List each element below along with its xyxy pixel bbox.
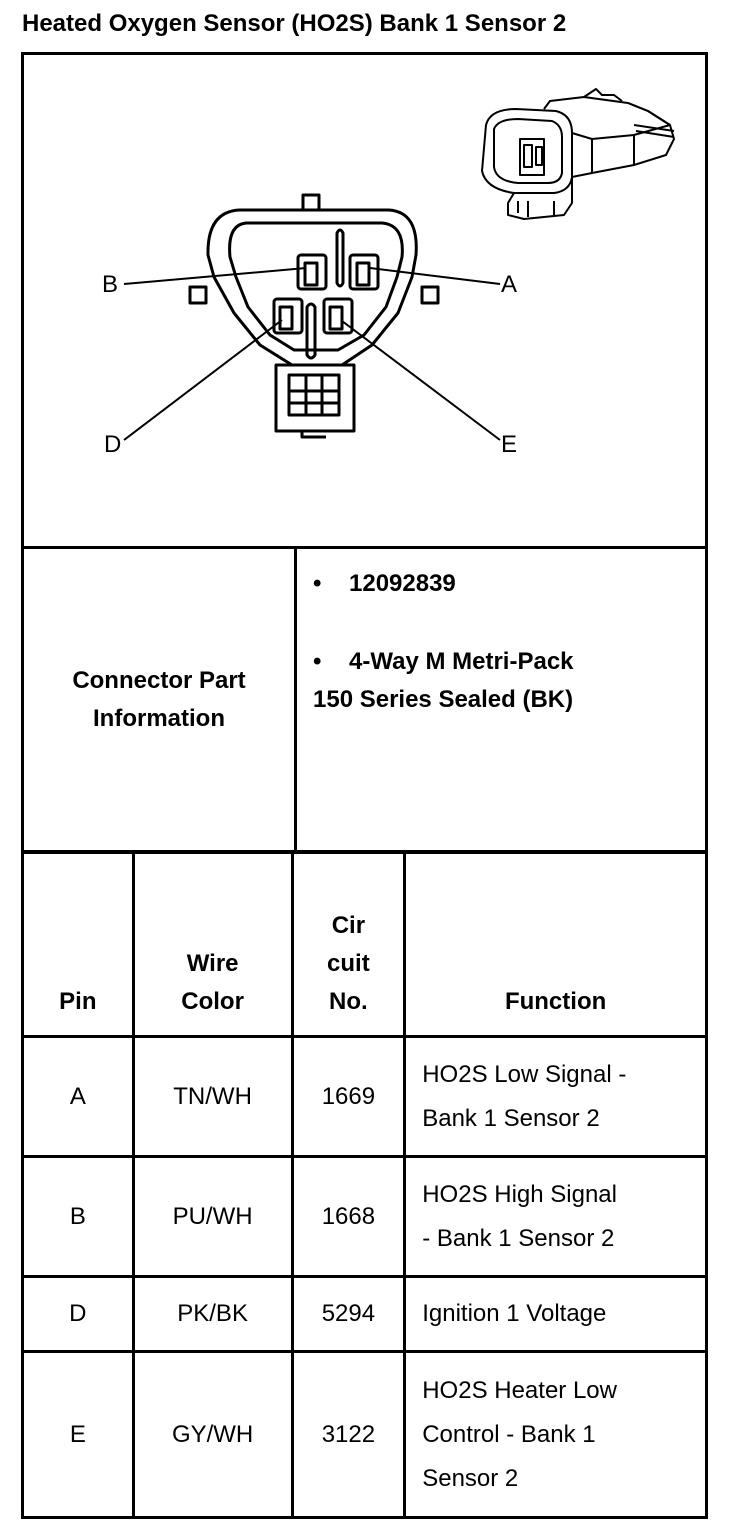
- table-row: A TN/WH 1669 HO2S Low Signal - Bank 1 Se…: [21, 1035, 708, 1158]
- circuit-cell: 3122: [290, 1350, 407, 1519]
- label-a: A: [501, 271, 517, 298]
- connector-diagram: B A D E: [21, 52, 708, 548]
- function-cell: HO2S Low Signal - Bank 1 Sensor 2: [403, 1035, 708, 1158]
- leader-lines: [123, 267, 501, 441]
- circuit-cell: 5294: [290, 1275, 407, 1353]
- right-tab: [420, 285, 440, 305]
- function-cell: Ignition 1 Voltage: [403, 1275, 708, 1353]
- table-row: D PK/BK 5294 Ignition 1 Voltage: [21, 1275, 708, 1353]
- top-latch: [301, 193, 321, 212]
- header-function: Function: [403, 850, 708, 1038]
- pin-cavity-a: [348, 253, 380, 291]
- connector-info-values: • 12092839 • 4-Way M Metri-Pack 150 Series…: [294, 546, 708, 854]
- table-row: E GY/WH 3122 HO2S Heater Low Control - B…: [21, 1350, 708, 1519]
- bottom-rib: [305, 302, 317, 360]
- lock-grid: [287, 373, 341, 417]
- pin-terminal-d: [278, 305, 294, 331]
- wire-color-cell: PK/BK: [131, 1275, 294, 1353]
- pin-cell: A: [21, 1035, 135, 1158]
- connector-description-line2: 150 Series Sealed (BK): [313, 686, 574, 713]
- label-e: E: [501, 431, 517, 458]
- pin-terminal-b: [303, 261, 319, 287]
- connector-3d-illustration: [481, 88, 675, 220]
- label-b: B: [102, 271, 118, 298]
- connector-info-label-line2: Information: [93, 705, 225, 732]
- function-cell: HO2S Heater Low Control - Bank 1 Sensor …: [403, 1350, 708, 1519]
- function-cell: HO2S High Signal - Bank 1 Sensor 2: [403, 1155, 708, 1278]
- pin-terminal-e: [328, 305, 344, 331]
- header-pin: Pin: [21, 850, 135, 1038]
- connector-housing-inner: [228, 221, 404, 352]
- circuit-cell: 1668: [290, 1155, 407, 1278]
- connector-description-line1: 4-Way M Metri-Pack: [349, 648, 574, 675]
- table-row: B PU/WH 1668 HO2S High Signal - Bank 1 S…: [21, 1155, 708, 1278]
- part-number: 12092839: [349, 570, 456, 597]
- pin-cell: B: [21, 1155, 135, 1278]
- bullet: •: [313, 570, 322, 597]
- wire-color-cell: GY/WH: [131, 1350, 294, 1519]
- connector-info-label: Connector Part Information: [21, 546, 297, 854]
- connector-face-drawing: B A D E: [102, 88, 675, 458]
- header-circuit-number: Cir cuit No.: [290, 850, 407, 1038]
- page-title: Heated Oxygen Sensor (HO2S) Bank 1 Senso…: [22, 10, 567, 37]
- pin-cavity-d: [272, 297, 304, 335]
- pin-cavity-e: [322, 297, 354, 335]
- wire-color-cell: TN/WH: [131, 1035, 294, 1158]
- pin-cell: E: [21, 1350, 135, 1519]
- left-tab: [188, 285, 208, 305]
- header-wire-color: Wire Color: [131, 850, 294, 1038]
- lock-tab: [300, 431, 326, 439]
- connector-info-table: Connector Part Information • 12092839 • 4-…: [21, 546, 708, 854]
- lock-block: [274, 363, 356, 433]
- connector-info-label-line1: Connector Part: [72, 667, 246, 694]
- pin-cell: D: [21, 1275, 135, 1353]
- circuit-cell: 1669: [290, 1035, 407, 1158]
- bullet: •: [313, 648, 322, 675]
- top-rib: [335, 228, 345, 288]
- pin-terminal-a: [355, 261, 371, 287]
- pin-cavity-b: [296, 253, 328, 291]
- pin-table: Pin Wire Color Cir cuit No. Function A T…: [21, 850, 708, 1519]
- wire-color-cell: PU/WH: [131, 1155, 294, 1278]
- label-d: D: [104, 431, 121, 458]
